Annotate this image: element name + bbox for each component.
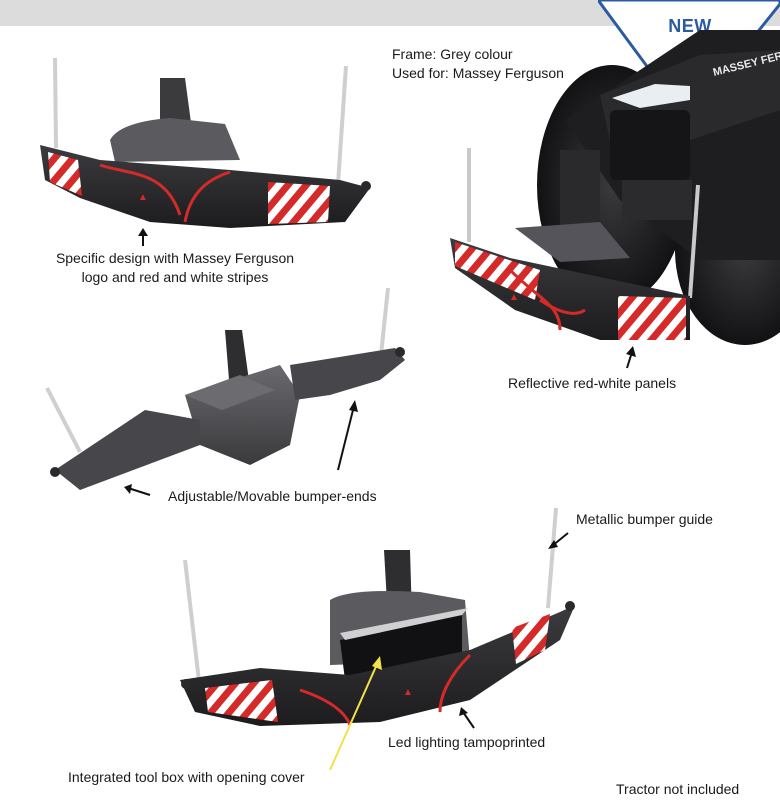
- svg-text:▲: ▲: [403, 687, 413, 698]
- bumper-3-illustration: ▲: [180, 507, 575, 726]
- callout-specific-design-line1: Specific design with Massey Ferguson: [55, 250, 295, 266]
- arrow-tool-box: [329, 656, 382, 771]
- arrow-adjustable-ends: [127, 487, 151, 496]
- callout-led-lighting: Led lighting tampoprinted: [388, 734, 546, 750]
- arrow-adjustable-ends-2: [337, 405, 355, 471]
- bumper-2-illustration: [45, 287, 405, 490]
- frame-colour-info: Frame: Grey colour: [392, 46, 513, 62]
- tractor-illustration: [537, 30, 780, 345]
- bumper-1-illustration: ▲: [40, 57, 371, 228]
- annotation-arrows: [124, 228, 636, 729]
- tractor-not-included-note: Tractor not included: [616, 781, 740, 797]
- callout-adjustable-ends: Adjustable/Movable bumper-ends: [168, 488, 377, 504]
- callout-tool-box: Integrated tool box with opening cover: [68, 769, 305, 785]
- callout-reflective-panels: Reflective red-white panels: [508, 375, 677, 391]
- used-for-info: Used for: Massey Ferguson: [392, 65, 564, 81]
- callout-specific-design-line2: logo and red and white stripes: [81, 269, 269, 285]
- svg-text:▲: ▲: [509, 292, 519, 303]
- arrow-led-lighting: [462, 711, 475, 729]
- tractor-front-weight: ▲: [450, 148, 700, 340]
- callout-metallic-guide: Metallic bumper guide: [576, 511, 713, 527]
- svg-text:▲: ▲: [138, 192, 148, 203]
